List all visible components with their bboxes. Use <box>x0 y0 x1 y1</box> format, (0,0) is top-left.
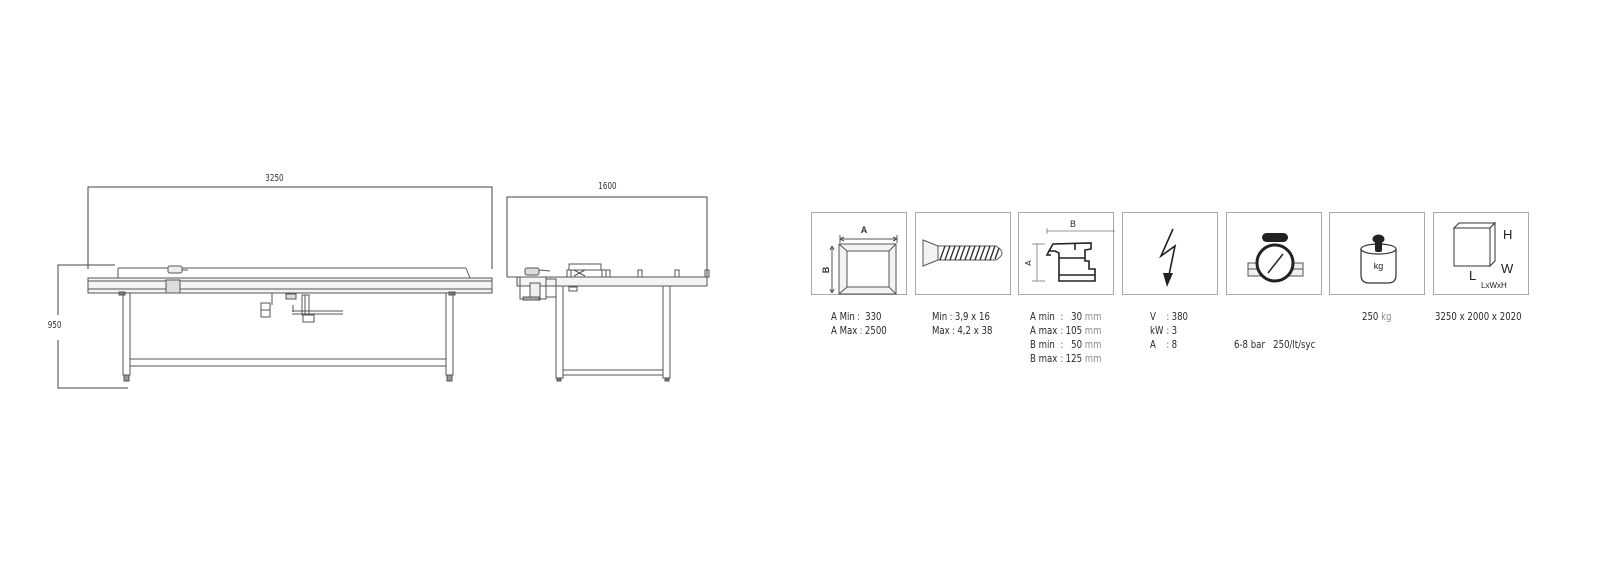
box-dimensions-icon: H W L LxWxH <box>1452 221 1514 290</box>
frame-dimension-icon: A B <box>821 225 898 295</box>
spec-unit: kg <box>1381 310 1392 323</box>
spec-key: A <box>1150 338 1156 351</box>
spec-screw-text: Min:3,9 x 16 Max:4,2 x 38 <box>932 310 992 338</box>
spec-dimensions-box: H W L LxWxH <box>1433 212 1529 295</box>
svg-text:kg: kg <box>1374 261 1384 271</box>
spec-key: kW <box>1150 324 1164 337</box>
spec-value: 380 <box>1171 310 1189 323</box>
spec-frame-size-text: A Min: 330 A Max:2500 <box>831 310 887 338</box>
spec-profile-text: A min: 30 mm A max:105 mm B min: 50 mm B… <box>1030 310 1101 366</box>
pressure-gauge-icon <box>1247 233 1304 283</box>
spec-value: 8 <box>1171 338 1178 351</box>
spec-row: B max:125 mm <box>1030 352 1101 366</box>
spec-sep: : <box>949 310 953 323</box>
side-width-dimension: 1600 <box>598 181 617 192</box>
spec-dimensions-text: 3250 x 2000 x 2020 <box>1435 310 1522 324</box>
spec-row: 250 kg <box>1362 310 1392 324</box>
spec-weight-text: 250 kg <box>1362 310 1392 324</box>
spec-row: Max:4,2 x 38 <box>932 324 992 338</box>
spec-electrical-box <box>1122 212 1218 295</box>
front-height-dimension: 950 <box>47 320 62 331</box>
spec-sep: : <box>1166 338 1170 351</box>
side-view-machine-icon <box>506 196 710 382</box>
spec-sep: : <box>1166 310 1170 323</box>
spec-value: 2500 <box>864 324 887 337</box>
svg-text:A: A <box>861 225 868 235</box>
spec-air-pressure-text: 6-8 bar 250/lt/syc <box>1234 310 1315 380</box>
spec-unit: mm <box>1084 352 1102 365</box>
spec-electrical-text: V:380 kW:3 A:8 <box>1150 310 1188 352</box>
spec-unit: mm <box>1084 338 1102 351</box>
spec-sep: : <box>1166 324 1170 337</box>
spec-profile-box: B A <box>1018 212 1115 295</box>
spec-value: 3,9 x 16 <box>954 310 990 323</box>
spec-row: 3250 x 2000 x 2020 <box>1435 310 1522 323</box>
spec-key: V <box>1150 310 1156 323</box>
spec-key: A max <box>1030 324 1058 337</box>
spec-sep: : <box>1060 352 1064 365</box>
spec-sep: : <box>952 324 955 337</box>
spec-value: 250 <box>1362 310 1379 323</box>
spec-row: A max:105 mm <box>1030 324 1101 338</box>
spec-frame-size-box: A B <box>811 212 907 295</box>
spec-value: 105 <box>1065 324 1083 337</box>
front-view-machine-icon <box>57 186 493 389</box>
spec-key: A min <box>1030 310 1055 323</box>
spec-key: Min <box>932 310 948 323</box>
spec-key: A Min <box>831 310 855 323</box>
svg-text:B: B <box>821 266 831 273</box>
spec-sep: : <box>1060 338 1064 351</box>
spec-value: 4,2 x 38 <box>957 324 993 337</box>
spec-row: A:8 <box>1150 338 1188 352</box>
spec-value: 3 <box>1171 324 1178 337</box>
spec-key: B min <box>1030 338 1055 351</box>
spec-row: A Min: 330 <box>831 310 887 324</box>
spec-screw-box <box>915 212 1011 295</box>
spec-value: 330 <box>865 310 882 323</box>
svg-text:H: H <box>1503 227 1512 242</box>
spec-row: 6-8 bar 250/lt/syc <box>1234 338 1316 351</box>
svg-text:W: W <box>1501 261 1514 276</box>
spec-row: B min: 50 mm <box>1030 338 1101 352</box>
spec-value: 125 <box>1065 352 1083 365</box>
spec-key: A Max <box>831 324 858 337</box>
spec-sep: : <box>857 310 861 323</box>
spec-value: 50 <box>1071 338 1083 351</box>
svg-text:B: B <box>1070 220 1076 230</box>
spec-key: Max <box>932 324 950 337</box>
spec-sep: : <box>1060 310 1064 323</box>
spec-air-pressure-box <box>1226 212 1322 295</box>
spec-unit: mm <box>1084 324 1102 337</box>
svg-text:LxWxH: LxWxH <box>1481 281 1507 290</box>
spec-sep: : <box>859 324 863 337</box>
svg-text:L: L <box>1469 268 1476 283</box>
screw-icon <box>922 239 1003 267</box>
spec-row: kW:3 <box>1150 324 1188 338</box>
spec-row: A Max:2500 <box>831 324 887 338</box>
spec-value: 30 <box>1071 310 1083 323</box>
spec-key: B max <box>1030 352 1058 365</box>
spec-row: A min: 30 mm <box>1030 310 1101 324</box>
spec-row: Min:3,9 x 16 <box>932 310 992 324</box>
spec-sep: : <box>1060 324 1064 337</box>
profile-section-icon: B A <box>1024 220 1115 282</box>
spec-unit: mm <box>1084 310 1102 323</box>
spec-weight-box: kg <box>1329 212 1425 295</box>
front-width-dimension: 3250 <box>265 173 284 184</box>
weight-kg-icon: kg <box>1360 234 1397 284</box>
svg-text:A: A <box>1024 260 1033 266</box>
lightning-bolt-icon <box>1159 228 1177 287</box>
spec-row: V:380 <box>1150 310 1188 324</box>
